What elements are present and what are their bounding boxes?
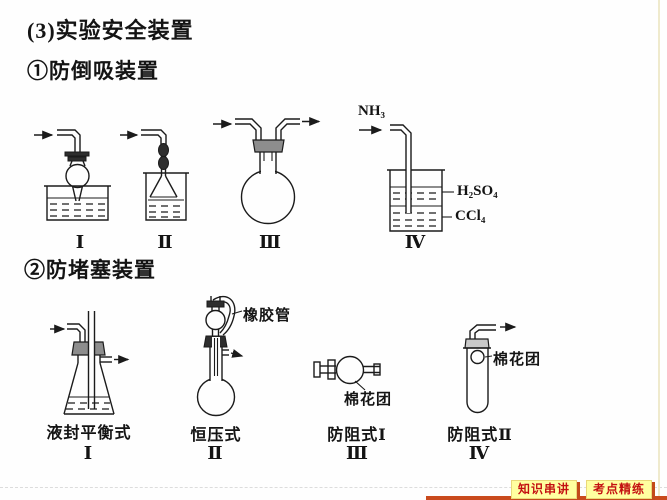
stopper bbox=[464, 338, 490, 349]
funnel-bulb bbox=[65, 163, 90, 189]
round-flask bbox=[240, 169, 296, 225]
cotton-pointer bbox=[484, 355, 493, 358]
erlenmeyer-flask bbox=[63, 362, 79, 415]
numeral-row1-3: Ⅲ bbox=[259, 232, 281, 252]
numeral-row2-2: Ⅱ bbox=[207, 443, 223, 463]
name-antiblock-1: 防阻式Ⅰ bbox=[327, 427, 387, 444]
h2so4-label: H₂SO₄ bbox=[457, 183, 498, 199]
stopper-collar bbox=[64, 151, 90, 157]
apparatus-8-cotton-test-tube bbox=[463, 322, 517, 414]
knowledge-review-button[interactable]: 知识串讲 bbox=[511, 480, 578, 499]
apparatus-6-constant-pressure bbox=[196, 295, 244, 417]
numeral-row2-4: Ⅳ bbox=[468, 443, 490, 463]
right-edge-rule bbox=[658, 0, 660, 500]
name-liquid-seal: 液封平衡式 bbox=[46, 425, 132, 442]
beaker bbox=[145, 173, 187, 221]
cotton-ball bbox=[470, 349, 485, 365]
numeral-row1-2: Ⅱ bbox=[157, 232, 173, 252]
cotton-pointer bbox=[354, 380, 366, 391]
apparatus-2-inverted-funnel bbox=[120, 129, 189, 221]
rubber-connector bbox=[158, 143, 169, 157]
name-antiblock-2: 防阻式Ⅱ bbox=[447, 427, 513, 444]
beaker bbox=[389, 170, 443, 232]
rubber-tube bbox=[212, 295, 236, 336]
page-title: (3)实验安全装置 bbox=[27, 18, 194, 43]
numeral-row2-1: Ⅰ bbox=[83, 443, 93, 463]
stopper bbox=[252, 139, 285, 153]
cotton-label-2: 棉花团 bbox=[493, 352, 542, 368]
apparatus-7-cotton-bulb-tube bbox=[313, 355, 381, 391]
section1-heading: ①防倒吸装置 bbox=[27, 59, 159, 83]
rubber-connector bbox=[158, 156, 169, 170]
apparatus-3-buffer-flask bbox=[213, 117, 321, 225]
top-stopper bbox=[206, 300, 225, 308]
nh3-label: NH₃ bbox=[358, 103, 385, 119]
apparatus-4-layered-beaker bbox=[359, 124, 454, 232]
cotton-ball bbox=[335, 355, 365, 385]
dropping-funnel-bulb bbox=[205, 309, 226, 331]
exam-practice-button[interactable]: 考点精练 bbox=[586, 480, 653, 499]
numeral-row1-1: Ⅰ bbox=[75, 232, 85, 252]
round-flask bbox=[196, 377, 236, 417]
beaker bbox=[46, 186, 109, 221]
numeral-row1-4: Ⅳ bbox=[404, 232, 426, 252]
section2-heading: ②防堵塞装置 bbox=[24, 258, 156, 282]
ccl4-label: CCl₄ bbox=[455, 208, 486, 224]
apparatus-1-safety-funnel bbox=[34, 129, 111, 221]
footer-divider bbox=[0, 487, 667, 488]
rubber-tube-pointer bbox=[231, 310, 243, 315]
rubber-tube-label: 橡胶管 bbox=[243, 308, 292, 324]
apparatus-5-liquid-seal-flask bbox=[50, 311, 130, 415]
numeral-row2-3: Ⅲ bbox=[346, 443, 368, 463]
name-constant-pressure: 恒压式 bbox=[190, 427, 242, 444]
gas-out-arrow bbox=[230, 349, 244, 358]
cotton-label-1: 棉花团 bbox=[344, 392, 393, 408]
